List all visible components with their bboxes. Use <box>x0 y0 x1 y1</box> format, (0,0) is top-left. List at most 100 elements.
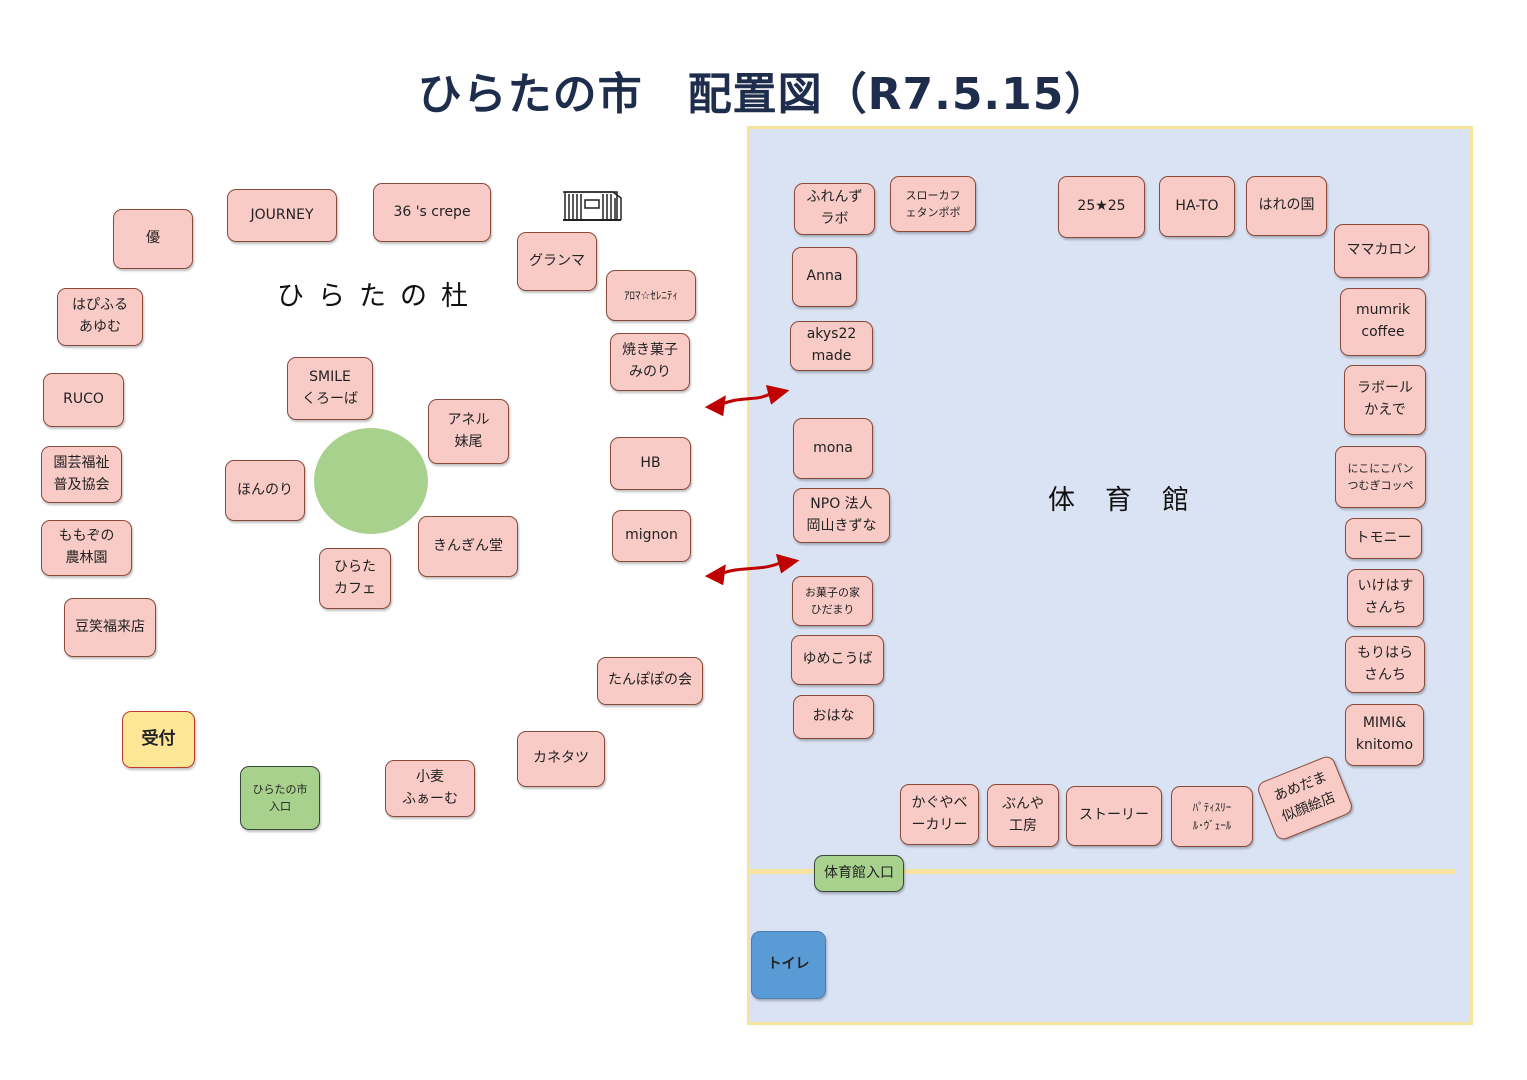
booth-label-line: もりはら <box>1357 644 1413 661</box>
booth-hiratacafe: ひらたカフェ <box>319 548 391 609</box>
booth-aneru: アネル妹尾 <box>428 399 509 464</box>
booth-label-line: ママカロン <box>1346 242 1417 259</box>
booth-label-line: さんち <box>1364 666 1406 683</box>
booth-label-line: ひだまり <box>810 603 855 616</box>
booth-label-line: coffee <box>1361 324 1405 340</box>
booth-label-line: たんぽぽの会 <box>608 672 692 689</box>
booth-label-line: ラボール <box>1357 380 1413 397</box>
booth-kaguya: かぐやベーカリー <box>900 784 979 845</box>
booth-label-line: MIMI& <box>1362 715 1407 732</box>
booth-label-line: made <box>811 348 852 364</box>
booth-label-line: 36 's crepe <box>393 203 471 220</box>
booth-nikoniko: にこにこパンつむぎコッペ <box>1335 446 1426 508</box>
booth-label-line: ももぞの <box>58 528 115 545</box>
booth-label-line: HA-TO <box>1175 197 1219 214</box>
booth-label-line: あゆむ <box>79 319 121 335</box>
booth-label-line: きんぎん堂 <box>433 537 503 554</box>
booth-npo: NPO 法人岡山きずな <box>793 488 890 543</box>
booth-label-line: カネタツ <box>533 750 589 767</box>
booth-label-line: 園芸福祉 <box>53 454 110 471</box>
central-tree-circle <box>314 428 428 534</box>
booth-hato: HA-TO <box>1159 176 1235 237</box>
booth-label-line: ストーリー <box>1079 807 1149 824</box>
booth-yakigashi: 焼き菓子みのり <box>610 333 690 391</box>
booth-label-line: 入口 <box>269 800 291 813</box>
gymentrance: 体育館入口 <box>814 855 904 892</box>
booth-label-line: mona <box>813 439 853 456</box>
booth-label-line: ひらた <box>334 558 376 575</box>
booth-tanpopo: たんぽぽの会 <box>597 657 703 705</box>
booth-label-line: お菓子の家 <box>805 585 860 599</box>
booth-aroma: ｱﾛﾏ☆ｾﾚﾆﾃｨ <box>606 270 696 321</box>
booth-label-line: 優 <box>146 230 160 247</box>
page-title: ひらたの市 配置図（R7.5.15） <box>417 69 1110 120</box>
entrance: ひらたの市入口 <box>240 766 320 830</box>
booth-label-line: ﾊﾟﾃｨｽﾘｰ <box>1192 801 1232 815</box>
booth-label-line: はぴふる <box>72 297 128 314</box>
booth-label-line: 25★25 <box>1077 198 1126 215</box>
booth-label-line: はれの国 <box>1258 197 1315 214</box>
booth-mame: 豆笑福来店 <box>64 598 156 657</box>
booth-kanetatsu: カネタツ <box>517 731 605 787</box>
booth-label-line: ゆめこうば <box>802 651 873 668</box>
booth-label-line: かぐやベ <box>911 794 968 811</box>
booth-momozono: ももぞの農林園 <box>41 520 132 576</box>
booth-labor: ラボールかえで <box>1344 365 1426 435</box>
booth-yumekouba: ゆめこうば <box>791 635 884 685</box>
booth-label-line: つむぎコッペ <box>1347 479 1414 492</box>
booth-label-line: JOURNEY <box>250 206 314 223</box>
booth-label-line: くろーば <box>302 390 358 407</box>
booth-engei: 園芸福祉普及協会 <box>41 446 122 503</box>
booth-hb: HB <box>610 437 691 490</box>
booth-label-line: 小麦 <box>416 768 444 785</box>
booth-label-line: 体育館入口 <box>824 864 894 881</box>
booth-happiful: はぴふるあゆむ <box>57 288 143 346</box>
booth-label-line: アネル <box>447 411 490 428</box>
booth-label-line: 受付 <box>141 729 176 750</box>
booth-friends: ふれんずラボ <box>794 183 875 235</box>
booth-label-line: ェタンポポ <box>905 206 961 219</box>
booth-okashi: お菓子の家ひだまり <box>792 576 873 626</box>
booth-label-line: mumrik <box>1356 302 1410 319</box>
booth-patisserie: ﾊﾟﾃｨｽﾘｰ ﾙ･ｳﾞｪｰﾙ <box>1171 786 1253 847</box>
booth-label-line: グランマ <box>529 252 585 269</box>
booth-granma: グランマ <box>517 232 597 291</box>
booth-tomony: トモニー <box>1345 518 1422 559</box>
booth-label-line: いけはす <box>1357 578 1414 595</box>
booth-label-line: ラボ <box>820 211 849 227</box>
double-arrow-lower <box>704 553 800 586</box>
booth-label-line: ーカリー <box>911 816 968 833</box>
booth-2525: 25★25 <box>1058 176 1145 238</box>
toilet: トイレ <box>751 931 826 999</box>
booth-label-line: knitomo <box>1355 737 1414 753</box>
booth-label-line: SMILE <box>309 368 351 385</box>
booth-ikehasu: いけはすさんち <box>1347 569 1424 627</box>
booth-label-line: 工房 <box>1009 817 1037 834</box>
booth-ruco: RUCO <box>43 373 124 427</box>
booth-label-line: ひらたの市 <box>252 782 308 796</box>
booth-label-line: Anna <box>806 268 843 285</box>
booth-label-line: RUCO <box>63 391 104 408</box>
building-icon <box>563 191 622 221</box>
booth-mona: mona <box>793 418 873 479</box>
reception: 受付 <box>122 711 195 768</box>
booth-story: ストーリー <box>1066 786 1162 846</box>
booth-journey: JOURNEY <box>227 189 337 242</box>
booth-morihara: もりはらさんち <box>1345 636 1425 693</box>
booth-crepe: 36 's crepe <box>373 183 491 242</box>
booth-harenokuni: はれの国 <box>1246 176 1327 236</box>
booth-label-line: カフェ <box>334 580 376 597</box>
booth-ohana: おはな <box>793 695 874 739</box>
booth-slowcafe: スローカフェタンポポ <box>890 176 976 232</box>
forest-label: ひらたの杜 <box>277 281 482 312</box>
booth-label-line: 岡山きずな <box>806 517 877 534</box>
booth-label-line: ほんのり <box>237 481 293 498</box>
booth-label-line: 焼き菓子 <box>622 342 678 359</box>
booth-anna: Anna <box>792 247 857 307</box>
booth-label-line: ﾙ･ｳﾞｪｰﾙ <box>1192 818 1232 832</box>
booth-kingindo: きんぎん堂 <box>418 516 518 577</box>
gym-divider-line <box>750 869 1456 874</box>
booth-honnori: ほんのり <box>225 460 305 521</box>
booth-label-line: 妹尾 <box>454 433 483 450</box>
